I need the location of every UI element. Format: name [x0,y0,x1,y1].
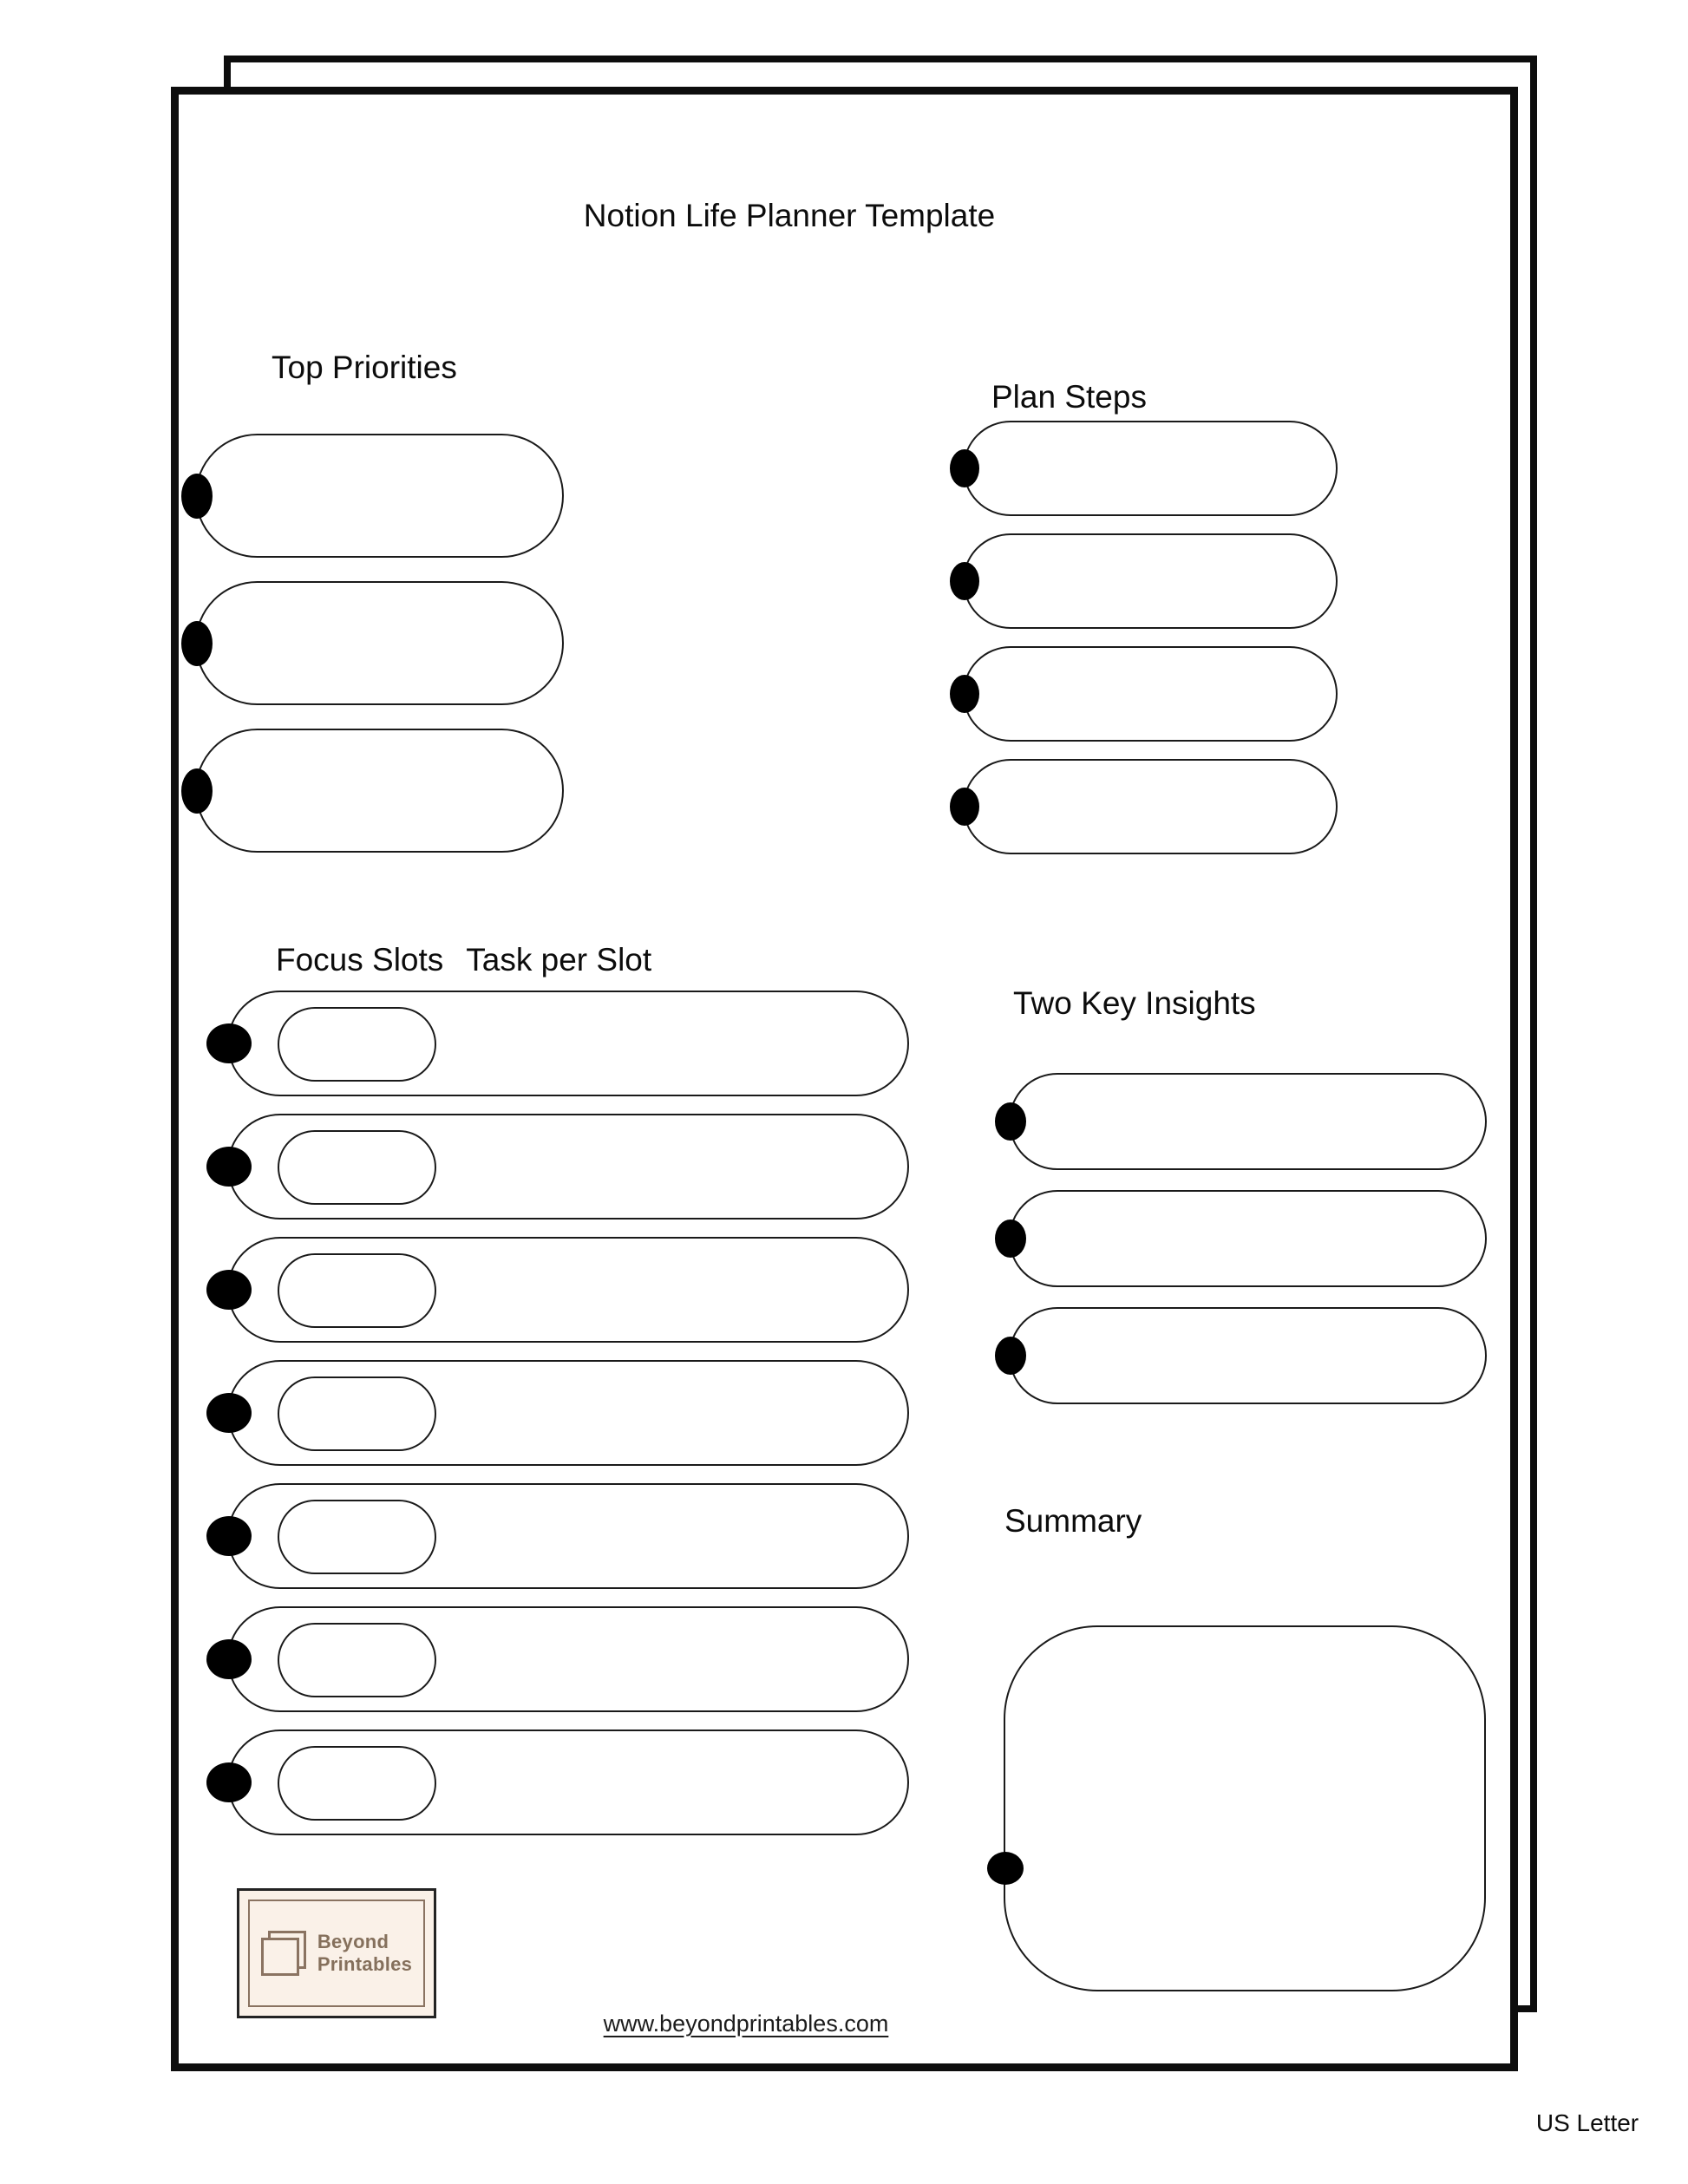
bullet-dot-icon [181,473,213,519]
task-per-slot-field [206,1114,909,1220]
focus-slot-field [278,1376,436,1451]
plan-step-field [950,421,1338,516]
bullet-dot-icon [987,1852,1024,1885]
task-per-slot-field [206,1360,909,1466]
bullet-dot-icon [206,1270,252,1310]
logo-wordmark: Beyond Printables [317,1931,412,1976]
section-title-plan-steps: Plan Steps [991,379,1147,415]
insight-field [995,1190,1487,1287]
insight-field [995,1307,1487,1404]
task-per-slot-field [206,1730,909,1835]
bullet-dot-icon [206,1147,252,1187]
bullet-dot-icon [995,1220,1026,1258]
plan-step-field [950,533,1338,629]
focus-slot-field [278,1130,436,1205]
website-link[interactable]: www.beyondprintables.com [603,2011,889,2037]
plan-step-field [950,759,1338,854]
focus-slot-field [278,1500,436,1574]
plan-steps-list [950,421,1338,854]
key-insights-list [995,1073,1487,1404]
section-title-summary: Summary [1004,1503,1142,1539]
bullet-dot-icon [950,562,979,600]
bullet-dot-icon [206,1639,252,1679]
focus-slot-field [278,1623,436,1697]
task-per-slot-field [206,991,909,1096]
section-title-two-key-insights: Two Key Insights [1013,985,1256,1021]
bullet-dot-icon [181,620,213,666]
focus-slots-label: Focus Slots [276,942,444,978]
priority-slot-field [181,434,564,558]
top-priorities-list [181,434,564,853]
focus-slots-list [206,991,909,1835]
bullet-dot-icon [181,768,213,814]
task-per-slot-field [206,1237,909,1343]
bullet-dot-icon [206,1762,252,1802]
bullet-dot-icon [950,788,979,826]
priority-slot-field [181,729,564,853]
task-per-slot-label: Task per Slot [466,942,652,978]
overlapping-pages-icon [260,1931,306,1976]
logo-line2: Printables [317,1953,413,1975]
priority-slot-field [181,581,564,705]
paper-size-label: US Letter [1535,2109,1639,2136]
plan-step-field [950,646,1338,742]
summary-field [987,1625,1486,1991]
bullet-dot-icon [995,1337,1026,1375]
beyond-printables-logo: Beyond Printables [237,1888,436,2018]
bullet-dot-icon [206,1393,252,1433]
insight-field [995,1073,1487,1170]
page-title: Notion Life Planner Template [583,198,996,233]
section-title-top-priorities: Top Priorities [272,350,457,385]
bullet-dot-icon [206,1023,252,1063]
task-per-slot-field [206,1606,909,1712]
bullet-dot-icon [950,449,979,487]
focus-slot-field [278,1746,436,1821]
bullet-dot-icon [995,1102,1026,1141]
section-title-focus-slots: Focus Slots Task per Slot [276,942,651,979]
focus-slot-field [278,1253,436,1328]
logo-line1: Beyond [317,1931,389,1953]
task-per-slot-field [206,1483,909,1589]
bullet-dot-icon [950,675,979,713]
logo-inner-frame: Beyond Printables [248,1900,425,2007]
focus-slot-field [278,1007,436,1082]
bullet-dot-icon [206,1516,252,1556]
